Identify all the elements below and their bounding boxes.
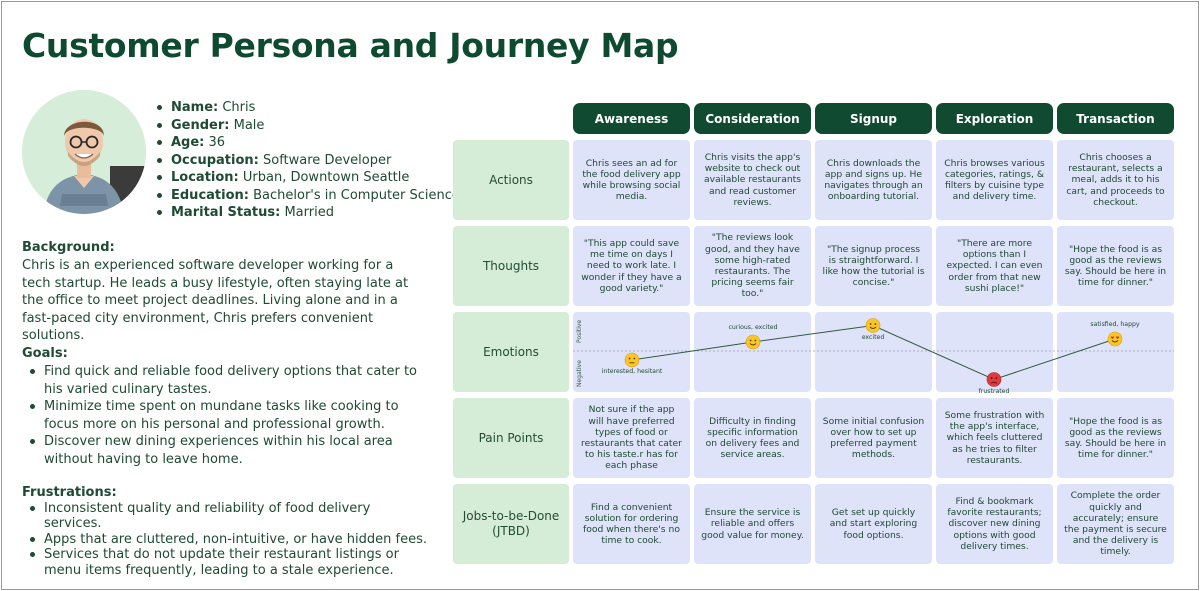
row-header-pain-points: Pain Points: [453, 398, 569, 478]
persona-avatar: [22, 90, 146, 214]
fact-marital-status: Marital Status: Married: [156, 204, 460, 222]
cell-jtbd-exploration: Find & bookmark favorite restaurants; di…: [936, 484, 1053, 564]
cell-thoughts-awareness: "This app could save me time on days I n…: [573, 226, 690, 306]
goals-list: Find quick and reliable food delivery op…: [28, 363, 428, 469]
frustrations-title: Frustrations:: [22, 485, 117, 500]
cell-pain-exploration: Some frustration with the app's interfac…: [936, 398, 1053, 478]
emotion-label: frustrated: [978, 387, 1010, 395]
row-header-actions: Actions: [453, 140, 569, 220]
page-title: Customer Persona and Journey Map: [22, 26, 679, 65]
fact-age: Age: 36: [156, 134, 460, 152]
fact-name: Name: Chris: [156, 99, 460, 117]
cell-thoughts-consideration: "The reviews look good, and they have so…: [694, 226, 811, 306]
goal-item: Discover new dining experiences within h…: [28, 433, 428, 468]
cell-actions-exploration: Chris browses various categories, rating…: [936, 140, 1053, 220]
frustration-item: Services that do not update their restau…: [28, 547, 428, 578]
frustration-item: Inconsistent quality and reliability of …: [28, 501, 428, 532]
goal-item: Minimize time spent on mundane tasks lik…: [28, 398, 428, 433]
cell-jtbd-awareness: Find a convenient solution for ordering …: [573, 484, 690, 564]
cell-pain-signup: Some initial confusion over how to set u…: [815, 398, 932, 478]
fact-education: Education: Bachelor's in Computer Scienc…: [156, 187, 460, 205]
stage-header-signup: Signup: [815, 103, 932, 134]
emotion-axis-positive: Positive: [576, 319, 583, 343]
persona-facts: Name: Chris Gender: Male Age: 36 Occupat…: [156, 99, 460, 222]
row-header-thoughts: Thoughts: [453, 226, 569, 306]
goal-item: Find quick and reliable food delivery op…: [28, 363, 428, 398]
background-title: Background:: [22, 240, 115, 255]
stage-header-awareness: Awareness: [573, 103, 690, 134]
cell-thoughts-transaction: "Hope the food is as good as the reviews…: [1057, 226, 1174, 306]
cell-emotions-exploration: [936, 312, 1053, 392]
frustrations-list: Inconsistent quality and reliability of …: [28, 501, 428, 578]
background-text: Chris is an experienced software develop…: [22, 258, 409, 344]
cell-thoughts-signup: "The signup process is straightforward. …: [815, 226, 932, 306]
stage-header-transaction: Transaction: [1057, 103, 1174, 134]
row-header-jtbd: Jobs-to-be-Done (JTBD): [453, 484, 569, 564]
cell-jtbd-consideration: Ensure the service is reliable and offer…: [694, 484, 811, 564]
cell-pain-awareness: Not sure if the app will have preferred …: [573, 398, 690, 478]
cell-thoughts-exploration: "There are more options than I expected.…: [936, 226, 1053, 306]
stage-header-exploration: Exploration: [936, 103, 1053, 134]
cell-jtbd-transaction: Complete the order quickly and accuratel…: [1057, 484, 1174, 564]
cell-jtbd-signup: Get set up quickly and start exploring f…: [815, 484, 932, 564]
stage-header-consideration: Consideration: [694, 103, 811, 134]
fact-location: Location: Urban, Downtown Seattle: [156, 169, 460, 187]
goals-title: Goals:: [22, 346, 68, 361]
cell-actions-signup: Chris downloads the app and signs up. He…: [815, 140, 932, 220]
emotion-axis-negative: Negative: [576, 360, 583, 387]
emotion-label: satisfied, happy: [1090, 321, 1140, 328]
emotion-label: curious, excited: [728, 324, 778, 331]
row-header-emotions: Emotions: [453, 312, 569, 392]
cell-pain-consideration: Difficulty in finding specific informati…: [694, 398, 811, 478]
cell-pain-transaction: "Hope the food is as good as the reviews…: [1057, 398, 1174, 478]
cell-emotions-signup: [815, 312, 932, 392]
cell-actions-consideration: Chris visits the app's website to check …: [694, 140, 811, 220]
emotion-label: excited: [861, 333, 885, 341]
frustration-item: Apps that are cluttered, non-intuitive, …: [28, 532, 428, 547]
person-photo-icon: [22, 90, 146, 214]
fact-gender: Gender: Male: [156, 117, 460, 135]
cell-emotions-awareness: [573, 312, 690, 392]
emotion-label: interested, hesitant: [601, 368, 663, 375]
fact-occupation: Occupation: Software Developer: [156, 152, 460, 170]
cell-actions-awareness: Chris sees an ad for the food delivery a…: [573, 140, 690, 220]
cell-actions-transaction: Chris chooses a restaurant, selects a me…: [1057, 140, 1174, 220]
